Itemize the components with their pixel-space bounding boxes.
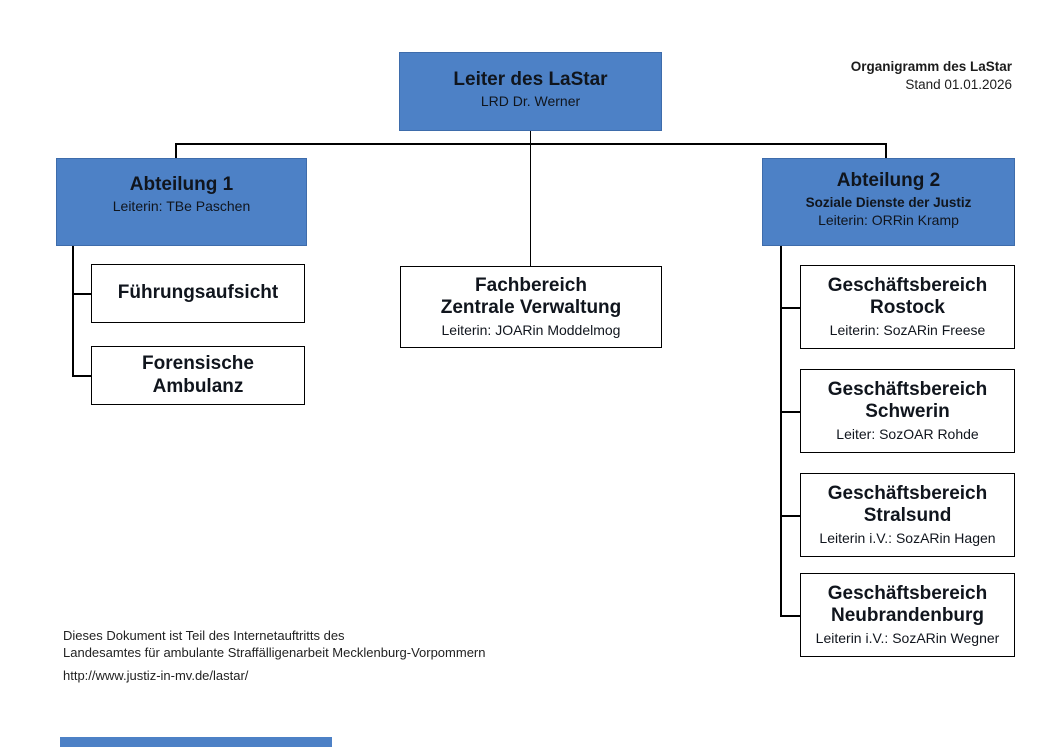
node-fuehrungsaufsicht: Führungsaufsicht	[91, 264, 305, 323]
connector-stub-forensische-ambulanz	[72, 375, 91, 377]
connector-main-horizontal	[175, 143, 885, 145]
node-geschaeftsbereich-rostock: Geschäftsbereich Rostock Leiterin: SozAR…	[800, 265, 1015, 349]
node-leader: Leiter: SozOAR Rohde	[836, 425, 979, 442]
node-subtitle: Soziale Dienste der Justiz	[805, 195, 972, 211]
node-title: Abteilung 2	[836, 170, 941, 191]
footer-blue-bar	[60, 737, 332, 747]
node-fachbereich-zentrale-verwaltung: Fachbereich Zentrale Verwaltung Leiterin…	[400, 266, 662, 348]
node-title: Führungsaufsicht	[117, 282, 279, 304]
footer-note-line2: Landesamtes für ambulante Straffälligena…	[63, 645, 486, 661]
node-leiter-des-lastar: Leiter des LaStar LRD Dr. Werner	[399, 52, 662, 131]
footer-url: http://www.justiz-in-mv.de/lastar/	[63, 668, 249, 683]
footer-note-line1: Dieses Dokument ist Teil des Internetauf…	[63, 628, 345, 643]
document-header: Organigramm des LaStar Stand 01.01.2026	[851, 58, 1012, 93]
node-abteilung-1: Abteilung 1 Leiterin: TBe Paschen	[56, 158, 307, 246]
node-title: Fachbereich Zentrale Verwaltung	[440, 274, 622, 319]
connector-stub-stralsund	[780, 515, 800, 517]
connector-drop-dept1	[175, 143, 177, 158]
node-title: Forensische Ambulanz	[142, 353, 254, 397]
node-title: Geschäftsbereich Schwerin	[827, 378, 988, 423]
node-leader: Leiterin i.V.: SozARin Wegner	[815, 629, 1000, 646]
node-abteilung-2: Abteilung 2 Soziale Dienste der Justiz L…	[762, 158, 1015, 246]
node-title: Geschäftsbereich Stralsund	[827, 482, 988, 527]
connector-dept2-trunk	[780, 246, 782, 615]
node-leader: Leiterin: TBe Paschen	[112, 198, 251, 215]
node-leader: Leiterin: ORRin Kramp	[818, 212, 959, 229]
node-leader: LRD Dr. Werner	[480, 93, 581, 110]
node-geschaeftsbereich-schwerin: Geschäftsbereich Schwerin Leiter: SozOAR…	[800, 369, 1015, 453]
connector-stub-neubrandenburg	[780, 615, 800, 617]
connector-dept1-trunk	[72, 246, 74, 375]
node-title: Abteilung 1	[129, 174, 234, 195]
document-date: Stand 01.01.2026	[905, 76, 1012, 92]
node-title: Geschäftsbereich Rostock	[827, 274, 988, 319]
connector-root-vertical	[529, 131, 531, 266]
connector-stub-rostock	[780, 307, 800, 309]
connector-stub-fuehrungsaufsicht	[72, 293, 91, 295]
node-geschaeftsbereich-neubrandenburg: Geschäftsbereich Neubrandenburg Leiterin…	[800, 573, 1015, 657]
node-title: Leiter des LaStar	[453, 69, 608, 90]
node-leader: Leiterin: SozARin Freese	[829, 321, 986, 338]
document-title: Organigramm des LaStar	[850, 59, 1012, 74]
node-leader: Leiterin: JOARin Moddelmog	[441, 321, 621, 338]
node-leader: Leiterin i.V.: SozARin Hagen	[819, 529, 996, 546]
node-forensische-ambulanz: Forensische Ambulanz	[91, 346, 305, 405]
connector-drop-dept2	[885, 143, 887, 158]
footer-note: Dieses Dokument ist Teil des Internetauf…	[63, 627, 486, 661]
node-title: Geschäftsbereich Neubrandenburg	[827, 582, 988, 627]
node-geschaeftsbereich-stralsund: Geschäftsbereich Stralsund Leiterin i.V.…	[800, 473, 1015, 557]
connector-stub-schwerin	[780, 411, 800, 413]
